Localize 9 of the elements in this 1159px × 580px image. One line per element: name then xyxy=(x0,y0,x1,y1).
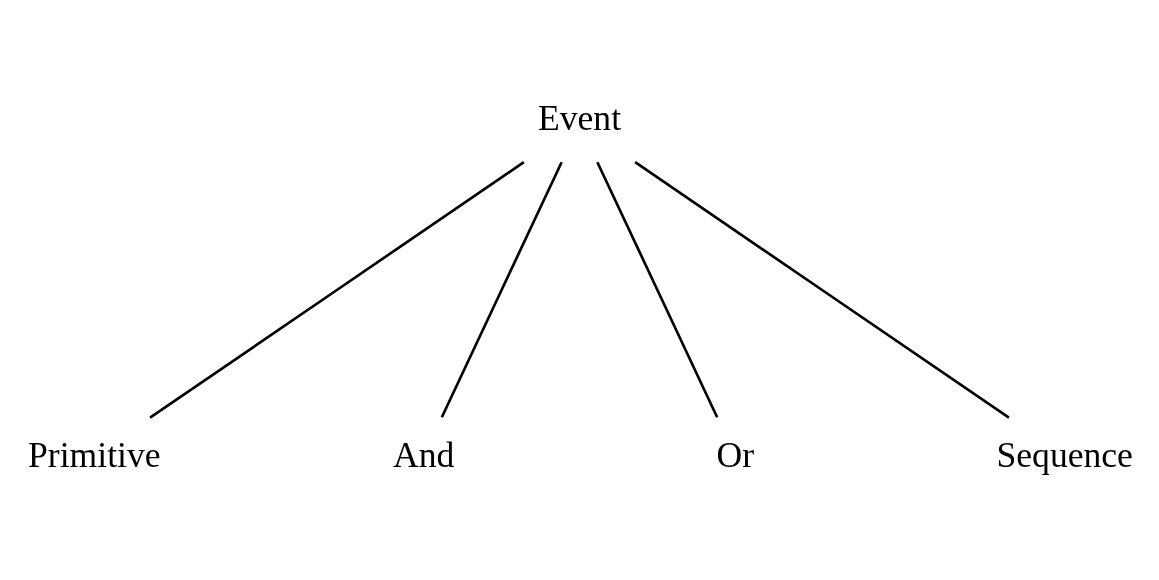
node-text: And xyxy=(393,434,455,475)
node-text: Sequence xyxy=(996,434,1133,475)
node-text: Or xyxy=(716,434,755,475)
connector xyxy=(596,161,719,418)
connector xyxy=(634,161,1010,419)
node-text: Event xyxy=(537,98,622,139)
node-text: Primitive xyxy=(28,434,161,475)
connector xyxy=(149,161,525,419)
connector xyxy=(440,161,563,418)
